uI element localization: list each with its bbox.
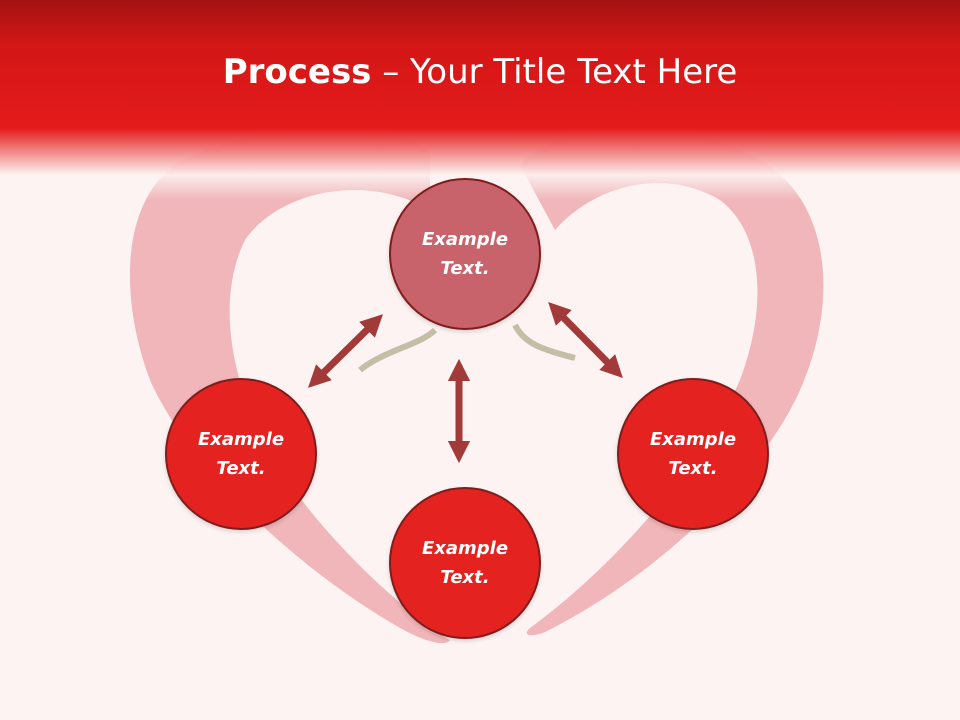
node-right-text: Example Text. bbox=[649, 429, 737, 479]
arrow-top-right bbox=[548, 302, 623, 378]
title-rest: – Your Title Text Here bbox=[371, 52, 738, 92]
process-node-bottom[interactable]: Example Text. bbox=[389, 487, 541, 639]
slide-title: Process – Your Title Text Here bbox=[0, 52, 960, 92]
node-top-text: Example Text. bbox=[421, 229, 509, 279]
arrow-top-left bbox=[308, 314, 383, 388]
left-chili-pepper bbox=[129, 129, 450, 644]
title-bar bbox=[0, 0, 960, 200]
process-node-right[interactable]: Example Text. bbox=[617, 378, 769, 530]
process-node-top[interactable]: Example Text. bbox=[389, 178, 541, 330]
process-node-left[interactable]: Example Text. bbox=[165, 378, 317, 530]
node-left-text: Example Text. bbox=[197, 429, 285, 479]
node-bottom-text: Example Text. bbox=[421, 538, 509, 588]
title-bold: Process bbox=[222, 52, 372, 92]
